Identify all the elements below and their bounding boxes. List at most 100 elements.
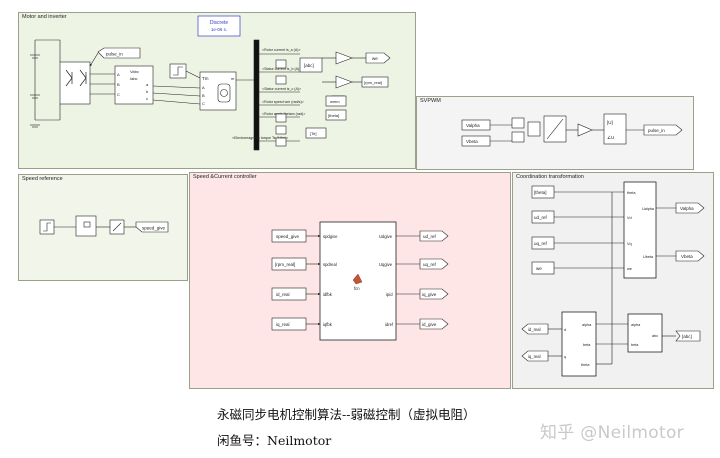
- coord-goto-tags[interactable]: [675, 202, 705, 262]
- area-title-speed: Speed reference: [22, 176, 63, 182]
- fcn-in-iqfbk: iqfbk: [323, 322, 333, 327]
- fcn-label: fcn: [354, 286, 360, 291]
- coord-output-vbeta: Vbeta: [681, 254, 693, 259]
- meas-port-a: a: [146, 82, 149, 87]
- dc-source-group[interactable]: [30, 39, 60, 128]
- svpwm-sector-blocks[interactable]: [511, 115, 593, 143]
- signal-label-isb: <Stator current is_b (A)>: [262, 67, 301, 71]
- machine-port-B: B: [202, 93, 205, 98]
- iq-real-goto-tag[interactable]: iq_real: [521, 350, 549, 362]
- ctrl-goto-tags[interactable]: [419, 230, 449, 330]
- zhihu-watermark: 知乎 @Neilmotor: [540, 423, 684, 443]
- inverter-bridge-block[interactable]: [59, 61, 91, 105]
- powergui-discrete-block[interactable]: Discrete 1e-06 s.: [197, 15, 241, 37]
- vi-measurement-block[interactable]: Vabc Iabc A B C a b c: [114, 65, 154, 105]
- speed-switch-block[interactable]: [75, 215, 97, 237]
- svpwm-pulse-in-goto-tag[interactable]: pulse_in: [643, 124, 683, 136]
- meas-port-vabc: Vabc: [130, 69, 139, 74]
- svpwm-polar-block[interactable]: [U] ∠U: [603, 113, 627, 145]
- signal-label-te: <Electromagnetic torque Te (N*m)>: [232, 136, 288, 140]
- meas-port-iabc: Iabc: [130, 76, 138, 81]
- clarke-transform-block[interactable]: [627, 313, 663, 353]
- fcn-out-ipid: ipid: [386, 292, 393, 297]
- area-title-svpwm: SVPWM: [420, 98, 441, 104]
- discrete-text: Discrete: [210, 20, 229, 26]
- coord-from-tags[interactable]: [531, 185, 555, 275]
- svpwm-valpha-from-tag[interactable]: Valpha: [461, 119, 491, 131]
- speed-give-goto-tag[interactable]: speed_give: [135, 221, 169, 233]
- wmm-goto-tag[interactable]: wmm: [325, 95, 347, 107]
- pmsm-machine-block[interactable]: Tm A B C m: [199, 71, 237, 111]
- theta-goto-tag[interactable]: [theta]: [325, 109, 347, 121]
- iq-real-tag-text: iq_real: [528, 354, 541, 359]
- ctrl-output-uq-ref: uq_ref: [423, 262, 437, 267]
- svpwm-valpha-text: Valpha: [466, 123, 480, 128]
- svpwm-vbeta-from-tag[interactable]: Vbeta: [461, 135, 491, 147]
- machine-port-C: C: [202, 101, 205, 106]
- torque-step-block[interactable]: [169, 63, 187, 79]
- meas-port-C: C: [117, 92, 120, 97]
- we-tag-text: we: [372, 56, 378, 61]
- svpwm-mag-label: [U]: [607, 120, 613, 125]
- abc-from-tag[interactable]: [abc]: [675, 330, 701, 342]
- id-real-goto-tag[interactable]: id_real: [521, 323, 549, 335]
- ctrl-from-tags[interactable]: [271, 229, 307, 331]
- coord-input-we: we: [536, 266, 542, 271]
- machine-port-m: m: [231, 76, 235, 81]
- abc-goto-tag[interactable]: [abc]: [299, 57, 323, 73]
- rpm-real-goto-tag[interactable]: [rpm_real]: [361, 76, 389, 88]
- ctrl-output-ud-ref: ud_ref: [423, 234, 437, 239]
- caption-account: 闲鱼号：Neilmotor: [217, 433, 332, 448]
- pulse-in-from-tag[interactable]: pulse_in: [97, 47, 141, 59]
- speed-give-tag-text: speed_give: [142, 226, 166, 231]
- pulse-in-tag-text: pulse_in: [106, 52, 123, 57]
- caption-title: 永磁同步电机控制算法--弱磁控制（虚拟电阻）: [217, 407, 476, 422]
- fcn-out-uqgive: Uqgive: [379, 262, 393, 267]
- signal-label-isa: <Rotor current is_a (A)>: [262, 48, 301, 52]
- clarke-port-beta: beta: [631, 343, 639, 347]
- ctrl-input-speed-give: speed_give: [276, 234, 300, 239]
- signal-label-wm: <Rotor speed wm (rad/s)>: [262, 100, 304, 104]
- inverse-park-block[interactable]: [623, 181, 657, 279]
- clarke-port-alpha: alpha: [631, 323, 641, 327]
- park-out-d: d: [564, 328, 566, 332]
- theta-tag-text: [theta]: [328, 113, 339, 118]
- abc-tag-text: [abc]: [304, 63, 314, 68]
- fcn-in-spdreal: spdreal: [323, 262, 337, 267]
- svpwm-pulse-in-text: pulse_in: [648, 128, 665, 133]
- abc-from-tag-text: [abc]: [682, 334, 692, 339]
- signal-label-isc: <Stator current is_c (A)>: [262, 87, 301, 91]
- sample-time-text: 1e-06 s.: [211, 27, 227, 32]
- meas-port-A: A: [117, 72, 120, 77]
- park-transform-block[interactable]: [561, 311, 597, 377]
- matlab-logo-icon: [352, 273, 363, 285]
- ctrl-input-id-real: id_real: [276, 292, 290, 297]
- signal-gain-blocks[interactable]: [275, 59, 287, 147]
- ipark-port-we: we: [627, 267, 632, 271]
- te-goto-tag[interactable]: [Te]: [305, 127, 327, 139]
- ctrl-output-iq-give: iq_give: [422, 292, 437, 297]
- coord-output-valpha: Valpha: [680, 206, 694, 211]
- rpm-real-tag-text: [rpm_real]: [364, 80, 382, 85]
- machine-port-A: A: [202, 85, 205, 90]
- bus-selector-bar[interactable]: [253, 39, 260, 151]
- ipark-port-vq: Vq: [627, 242, 632, 246]
- we-goto-tag[interactable]: we: [365, 52, 391, 64]
- park-port-beta: beta: [583, 343, 591, 347]
- fcn-out-idref: idref: [385, 322, 394, 327]
- meas-port-B: B: [117, 82, 120, 87]
- ctrl-input-iq-real: iq_real: [276, 322, 290, 327]
- area-title-coord: Coordination transformation: [516, 174, 584, 180]
- machine-port-tm: Tm: [202, 76, 209, 81]
- ctrl-output-id-give: id_give: [422, 322, 437, 327]
- svpwm-vbeta-text: Vbeta: [466, 139, 478, 144]
- ctrl-input-rpm-real: [rpm_real]: [275, 262, 295, 267]
- te-tag-text: [Te]: [310, 131, 316, 136]
- fcn-in-idfbk: idfbk: [323, 292, 333, 297]
- coord-input-theta: [theta]: [534, 190, 547, 195]
- ipark-out-ualpha: Ualpha: [642, 207, 655, 211]
- speed-ramp-block[interactable]: [109, 219, 125, 235]
- speed-step-block[interactable]: [39, 219, 55, 235]
- fcn-out-udgive: Udgive: [379, 234, 393, 239]
